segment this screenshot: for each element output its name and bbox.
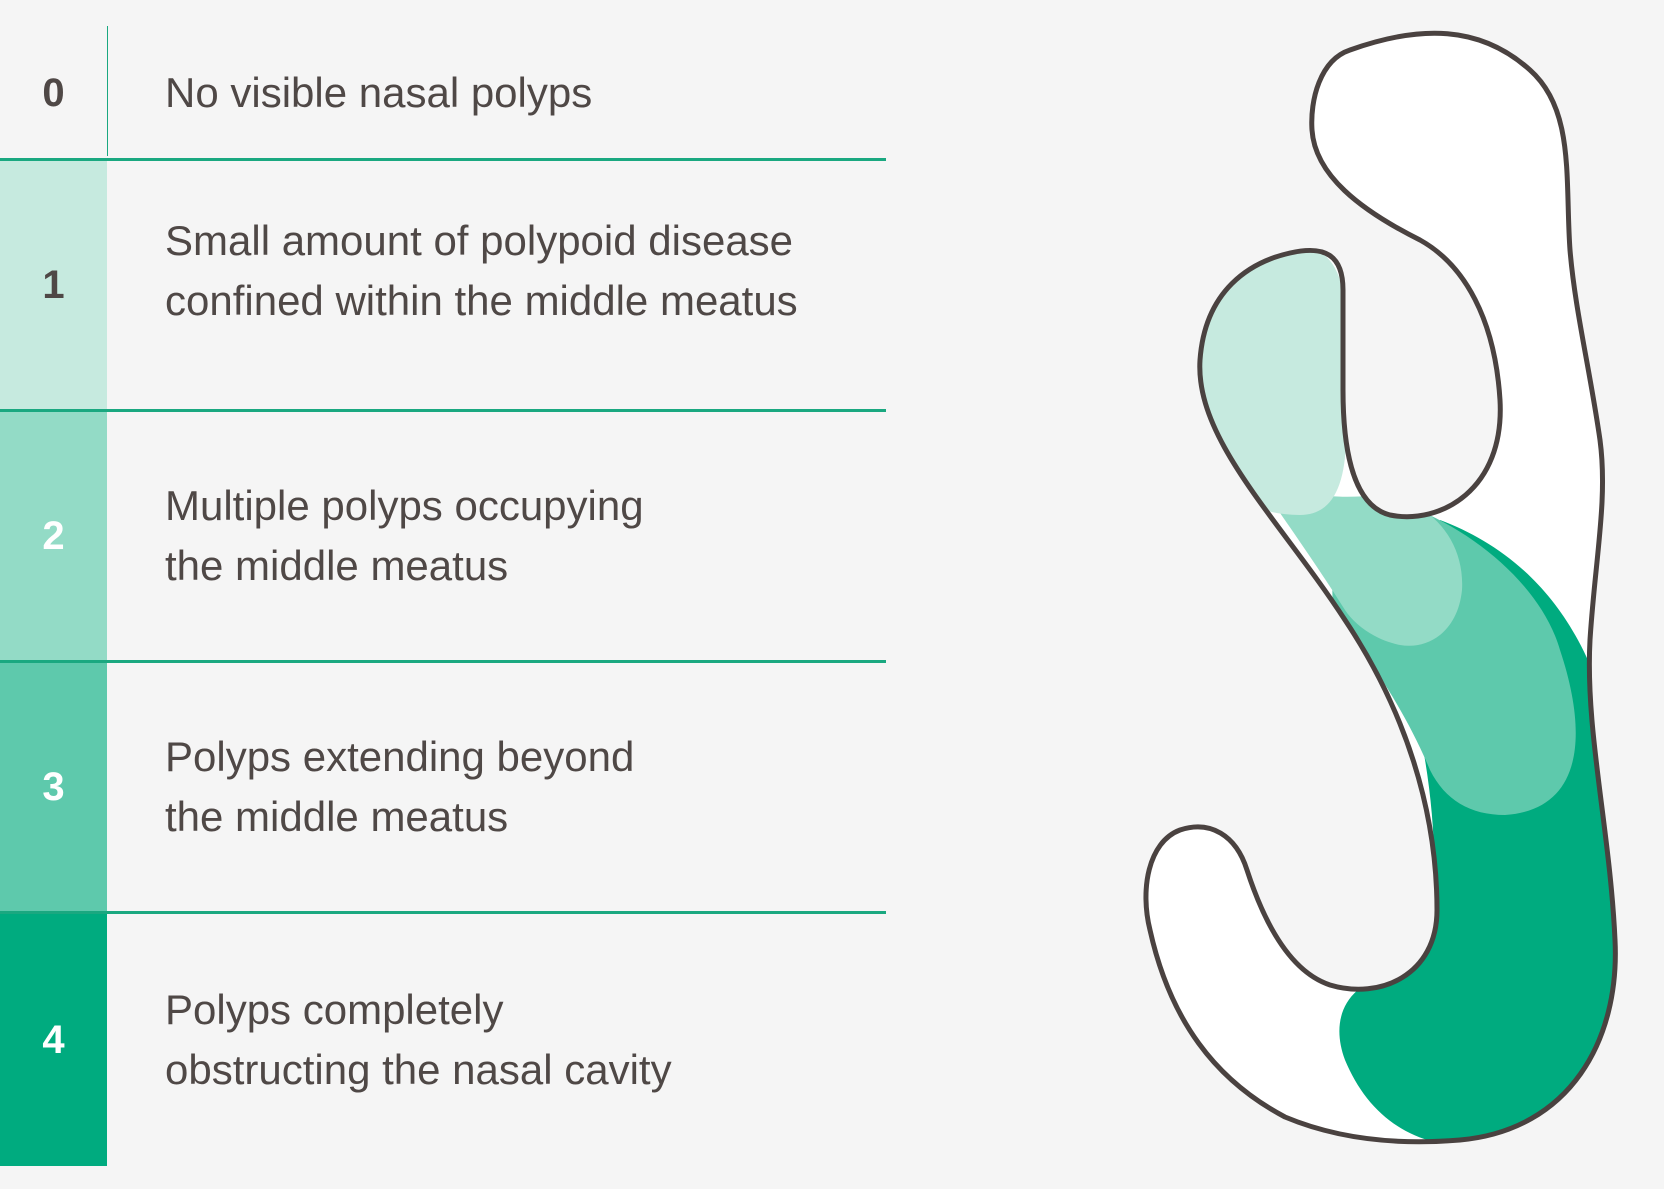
grade-row-4: 4 Polyps completely obstructing the nasa…: [0, 914, 886, 1166]
grade-row-1: 1 Small amount of polypoid disease confi…: [0, 161, 886, 409]
polyp-region-grade-1: [1186, 244, 1346, 515]
row-divider: [0, 158, 886, 161]
grading-table: 0 No visible nasal polyps 1 Small amount…: [0, 26, 886, 1166]
grade-description-line: the middle meatus: [165, 542, 509, 589]
grade-description-line: Polyps completely: [165, 986, 504, 1033]
grade-row-2: 2 Multiple polyps occupying the middle m…: [0, 412, 886, 660]
grade-row-3: 3 Polyps extending beyond the middle mea…: [0, 663, 886, 911]
grade-score-0: 0: [0, 26, 107, 160]
grade-description-0: No visible nasal polyps: [165, 26, 886, 160]
row-divider: [0, 660, 886, 663]
grade-description-line: Polyps extending beyond: [165, 733, 635, 780]
grade-description-line: No visible nasal polyps: [165, 69, 593, 116]
grade-description-1: Small amount of polypoid disease confine…: [165, 161, 886, 409]
grade-score-2: 2: [0, 412, 107, 660]
grade-score-1: 1: [0, 161, 107, 409]
nasal-cavity-illustration: [1143, 30, 1618, 1145]
grade-description-2: Multiple polyps occupying the middle mea…: [165, 412, 886, 660]
grade-description-3: Polyps extending beyond the middle meatu…: [165, 663, 886, 911]
grade-score-4: 4: [0, 914, 107, 1166]
grade-description-line: the middle meatus: [165, 793, 509, 840]
row-divider: [0, 409, 886, 412]
grade-description-line: confined within the middle meatus: [165, 277, 798, 324]
grade-description-line: Multiple polyps occupying: [165, 482, 644, 529]
grade-row-0: 0 No visible nasal polyps: [0, 26, 886, 160]
grade-description-4: Polyps completely obstructing the nasal …: [165, 914, 886, 1166]
cavity-outline: [1143, 30, 1618, 1145]
grade-description-line: obstructing the nasal cavity: [165, 1046, 672, 1093]
grade-description-line: Small amount of polypoid disease: [165, 217, 794, 264]
row-divider: [0, 911, 886, 914]
grade-score-3: 3: [0, 663, 107, 911]
